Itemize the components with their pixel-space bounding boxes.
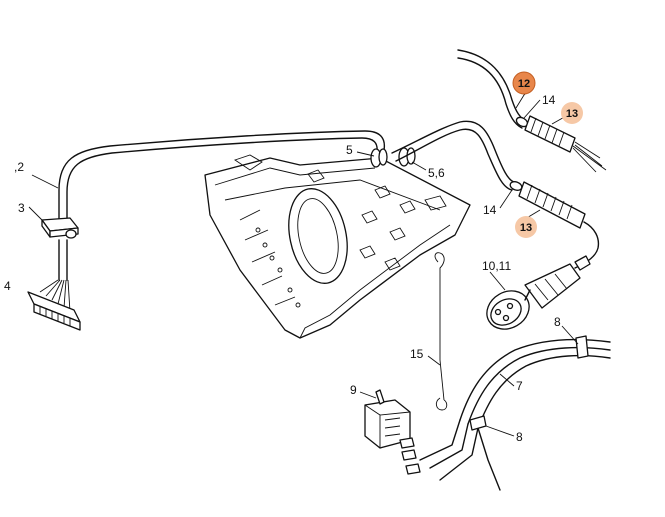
svg-text:14: 14 <box>483 203 497 217</box>
svg-text:12: 12 <box>518 78 530 90</box>
grommet-5 <box>370 148 388 168</box>
label-3: 3 <box>18 201 25 215</box>
label-12[interactable]: 12 <box>512 71 536 95</box>
svg-text:13: 13 <box>566 108 578 120</box>
connector-4 <box>27 279 81 331</box>
wire-15 <box>434 252 448 411</box>
svg-text:3: 3 <box>18 201 25 215</box>
svg-text:5: 5 <box>346 143 353 157</box>
label-14-upper: 14 <box>542 93 556 107</box>
svg-text:14: 14 <box>542 93 556 107</box>
label-5: 5 <box>346 143 353 157</box>
label-9: 9 <box>350 383 357 397</box>
svg-text:15: 15 <box>410 347 424 361</box>
label-8-lower: 8 <box>516 430 523 444</box>
cable-1-2 <box>58 130 386 281</box>
plug-10-11 <box>486 255 591 330</box>
cable-harness-7-8 <box>419 335 611 491</box>
label-7: 7 <box>516 379 523 393</box>
svg-text:8: 8 <box>516 430 523 444</box>
svg-text:7: 7 <box>516 379 523 393</box>
svg-text:9: 9 <box>350 383 357 397</box>
label-15: 15 <box>410 347 424 361</box>
svg-text:10,11: 10,11 <box>482 259 511 273</box>
svg-text:13: 13 <box>520 222 532 234</box>
label-1-2: ,2 <box>14 160 24 174</box>
label-5-6: 5,6 <box>428 166 445 180</box>
grommet-5-6 <box>398 147 416 167</box>
switch-9 <box>364 389 421 475</box>
svg-text:5,6: 5,6 <box>428 166 445 180</box>
label-13-upper[interactable]: 13 <box>561 102 583 124</box>
label-13-lower[interactable]: 13 <box>515 216 537 238</box>
strain-relief-3 <box>41 217 79 239</box>
label-4: 4 <box>4 279 11 293</box>
svg-text:8: 8 <box>554 315 561 329</box>
motor-housing <box>204 154 471 339</box>
cable-end-lower <box>509 181 586 229</box>
cable-end-upper <box>457 49 607 173</box>
label-10-11: 10,11 <box>482 259 511 273</box>
svg-text:,2: ,2 <box>14 160 24 174</box>
svg-text:4: 4 <box>4 279 11 293</box>
label-14-lower: 14 <box>483 203 497 217</box>
label-8-upper: 8 <box>554 315 561 329</box>
